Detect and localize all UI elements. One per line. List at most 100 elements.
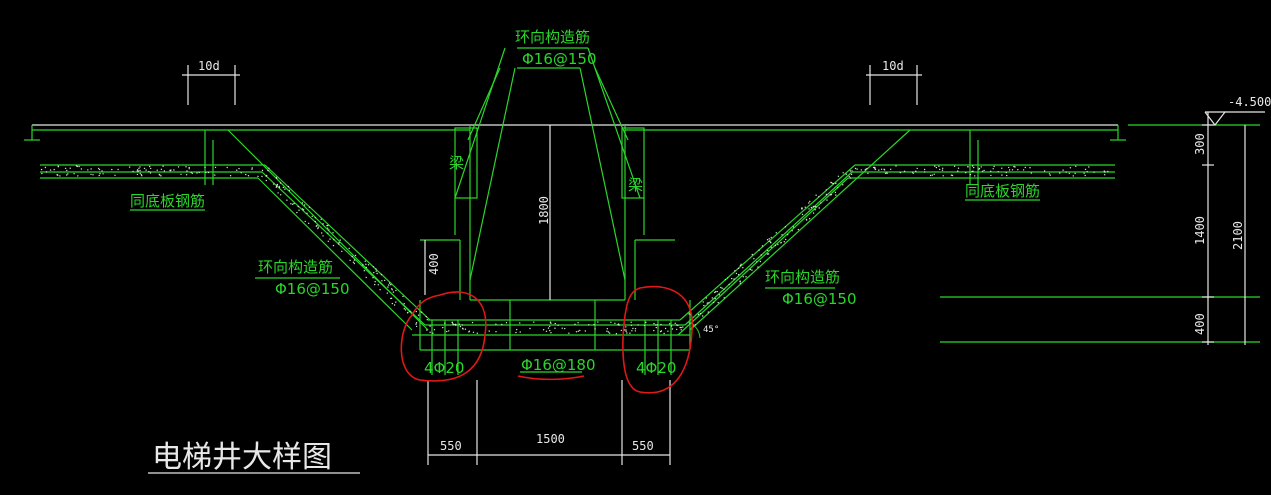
concrete-dot (818, 207, 820, 209)
dim-550-right: 550 (632, 439, 654, 453)
concrete-dot (899, 171, 902, 174)
concrete-dot (322, 235, 324, 237)
concrete-dot (542, 329, 545, 331)
concrete-dot (1014, 166, 1016, 168)
concrete-dot (97, 167, 100, 170)
concrete-dot (756, 261, 758, 263)
concrete-dot (375, 270, 377, 272)
concrete-dot (286, 199, 288, 201)
concrete-dot (978, 168, 980, 170)
concrete-dot (623, 329, 626, 331)
concrete-dot (191, 172, 193, 175)
concrete-dot (284, 188, 286, 190)
concrete-dot (98, 174, 100, 177)
concrete-dot (415, 310, 417, 313)
concrete-dot (740, 263, 742, 265)
concrete-dot (1001, 167, 1003, 169)
concrete-dot (64, 167, 67, 170)
concrete-dot (625, 326, 627, 328)
concrete-dot (476, 332, 478, 334)
concrete-dot (631, 330, 633, 332)
concrete-dot (373, 272, 375, 274)
concrete-dot (682, 326, 684, 328)
concrete-dot (57, 166, 60, 168)
concrete-dot (676, 328, 678, 331)
concrete-dot (188, 168, 190, 170)
concrete-dot (139, 169, 141, 172)
concrete-dot (261, 175, 263, 178)
concrete-dot (669, 323, 671, 325)
concrete-dot (156, 169, 158, 171)
concrete-dot (808, 218, 811, 220)
concrete-dot (545, 330, 548, 332)
concrete-dot (814, 209, 816, 211)
dim-300: 300 (1193, 133, 1207, 155)
concrete-dot (163, 170, 166, 172)
concrete-dot (770, 242, 772, 244)
concrete-dot (374, 281, 376, 283)
concrete-dot (974, 175, 976, 177)
concrete-dot (615, 333, 618, 335)
concrete-dot (564, 327, 566, 330)
concrete-dot (464, 328, 467, 330)
concrete-dot (942, 167, 944, 169)
dim-400-haunch: 400 (427, 253, 441, 275)
concrete-dot (150, 167, 152, 170)
concrete-dot (251, 168, 253, 170)
concrete-dot (1059, 172, 1061, 174)
concrete-dot (895, 165, 897, 167)
concrete-dot (301, 208, 304, 210)
concrete-dot (205, 171, 207, 174)
concrete-dot (770, 246, 772, 248)
concrete-dot (353, 259, 356, 261)
concrete-dot (409, 310, 411, 313)
concrete-dot (390, 284, 392, 286)
concrete-dot (143, 167, 146, 170)
concrete-dot (714, 297, 716, 300)
concrete-dot (381, 280, 383, 282)
concrete-dot (45, 171, 48, 173)
concrete-dot (674, 322, 676, 324)
concrete-dot (1030, 172, 1033, 174)
concrete-dot (818, 196, 820, 198)
concrete-dot (321, 232, 323, 234)
concrete-dot (114, 174, 116, 176)
concrete-dot (607, 331, 610, 333)
concrete-dot (177, 166, 180, 168)
corner-bars-left-label: 4Φ20 (424, 359, 464, 377)
concrete-dot (301, 202, 304, 204)
concrete-dot (815, 194, 817, 196)
concrete-dot (594, 328, 596, 330)
concrete-dot (812, 212, 815, 214)
concrete-dot (837, 175, 840, 177)
concrete-dot (362, 264, 364, 266)
concrete-dot (338, 242, 340, 244)
concrete-dot (364, 260, 366, 262)
concrete-dot (711, 297, 713, 299)
concrete-dot (724, 278, 727, 281)
concrete-dot (433, 329, 436, 331)
concrete-dot (610, 321, 612, 323)
concrete-dot (867, 172, 869, 175)
concrete-dot (716, 290, 718, 293)
concrete-dot (854, 167, 857, 170)
concrete-dot (306, 212, 308, 214)
concrete-dot (851, 170, 853, 172)
concrete-dot (911, 171, 914, 173)
concrete-dot (277, 192, 279, 194)
concrete-dot (363, 270, 365, 272)
concrete-dot (251, 167, 253, 169)
concrete-dot (280, 194, 282, 196)
concrete-dot (663, 332, 665, 335)
concrete-dot (825, 189, 827, 191)
concrete-dot (1022, 169, 1025, 171)
concrete-dot (680, 329, 682, 331)
concrete-dot (981, 170, 984, 172)
concrete-dot (588, 324, 590, 326)
concrete-dot (643, 324, 646, 327)
concrete-dot (279, 182, 282, 184)
concrete-dot (593, 324, 595, 326)
concrete-dot (432, 332, 434, 334)
concrete-dot (180, 173, 182, 175)
concrete-dot (138, 167, 140, 169)
